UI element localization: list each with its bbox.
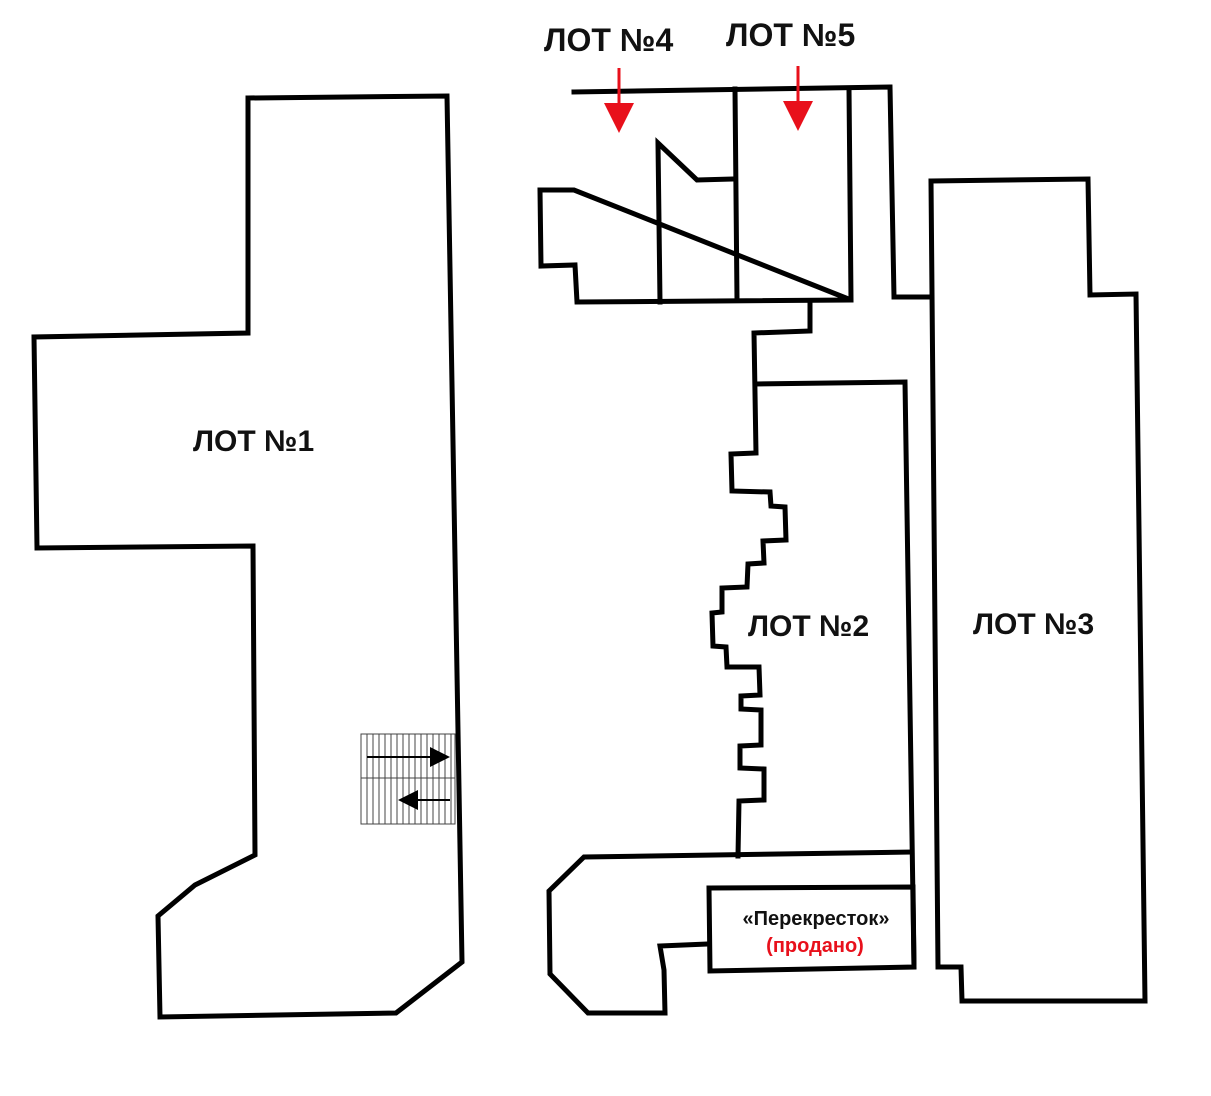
bottom-block-outline[interactable] bbox=[546, 849, 915, 1016]
lot-2-outline[interactable] bbox=[753, 379, 917, 969]
lot-4-inner-wall bbox=[655, 137, 738, 305]
lots-4-5-block[interactable] bbox=[537, 84, 933, 305]
lot-4-5-divider bbox=[732, 86, 740, 303]
corridor-left-wall bbox=[709, 299, 813, 859]
lot-3-label: ЛОТ №3 bbox=[973, 608, 1094, 641]
lot-1-label: ЛОТ №1 bbox=[193, 425, 314, 458]
lot-5-right-wall bbox=[846, 86, 854, 303]
lot-3-outline[interactable] bbox=[928, 176, 1148, 1004]
shop-outline[interactable] bbox=[706, 884, 917, 974]
staircase bbox=[360, 733, 456, 825]
lot-1-outline[interactable] bbox=[31, 93, 465, 1020]
shop-name-label: «Перекресток» bbox=[742, 908, 889, 930]
lot-2-label: ЛОТ №2 bbox=[748, 610, 869, 643]
lot-5-label: ЛОТ №5 bbox=[726, 17, 855, 53]
shop-status-label: (продано) bbox=[766, 935, 864, 957]
lot-4-label: ЛОТ №4 bbox=[544, 22, 673, 58]
